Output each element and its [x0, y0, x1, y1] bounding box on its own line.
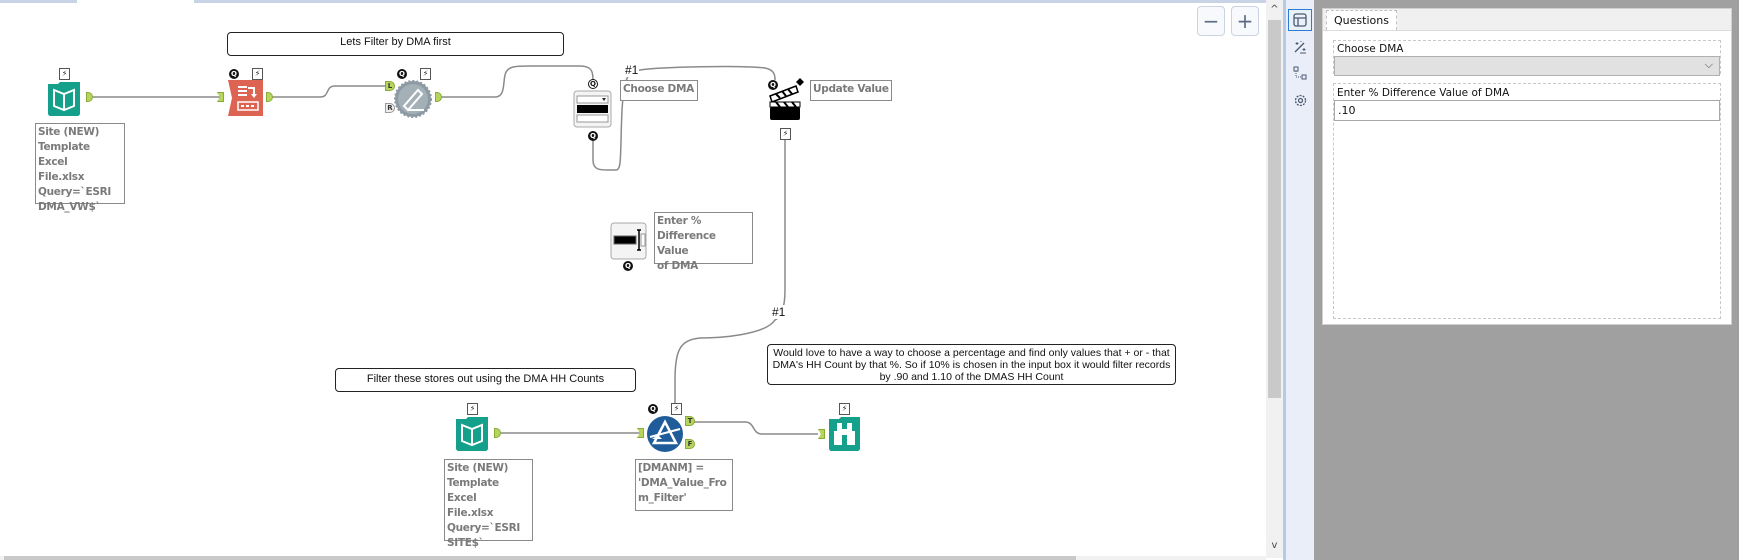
- comment-box[interactable]: Lets Filter by DMA first: [227, 32, 564, 56]
- output-anchor[interactable]: [86, 92, 93, 102]
- dropdown-interface-tool[interactable]: [573, 90, 612, 128]
- workflow-canvas[interactable]: Lets Filter by DMA first Filter these st…: [0, 0, 1266, 558]
- browse-tool[interactable]: [827, 415, 862, 451]
- output-anchor[interactable]: [266, 92, 273, 102]
- clapperboard-action-icon: [769, 78, 804, 120]
- tree-icon[interactable]: [1288, 62, 1312, 84]
- connection-label: #1: [771, 305, 787, 319]
- canvas-tab-strip: [0, 0, 77, 3]
- left-input-anchor[interactable]: L: [385, 81, 395, 91]
- vertical-scrollbar[interactable]: ^ v: [1266, 0, 1283, 558]
- filter-icon: [647, 416, 683, 452]
- question-anchor-icon: Q: [648, 404, 658, 414]
- question-anchor-icon: Q: [588, 131, 598, 141]
- layout-icon[interactable]: [1288, 9, 1312, 31]
- panel-splitter[interactable]: [1283, 0, 1286, 560]
- scrollbar-thumb[interactable]: [1268, 20, 1281, 398]
- tool-annotation: Enter % Difference Value of DMA: [654, 212, 753, 272]
- question-input-icon: Q: [588, 79, 598, 89]
- dropdown-interface-icon: [573, 90, 612, 128]
- question-enter-percent: Enter % Difference Value of DMA: [1333, 83, 1721, 319]
- percent-difference-input[interactable]: [1334, 100, 1720, 121]
- wire-filter-to-browse: [693, 421, 818, 435]
- questions-content: Choose DMA ⌵ Enter % Difference Value of…: [1323, 30, 1731, 324]
- comment-box[interactable]: Filter these stores out using the DMA HH…: [335, 368, 636, 392]
- bolt-icon: ⚡: [59, 68, 70, 80]
- question-label: Enter % Difference Value of DMA: [1337, 87, 1510, 99]
- question-anchor-icon: Q: [768, 80, 778, 90]
- scroll-up-icon[interactable]: ^: [1270, 4, 1279, 15]
- gear-icon[interactable]: [1288, 89, 1312, 111]
- book-input-icon: [456, 417, 488, 451]
- zoom-in-button[interactable]: +: [1231, 6, 1259, 36]
- wire-dropdown-to-action: [592, 65, 776, 171]
- book-input-icon: [48, 82, 80, 116]
- question-anchor-icon: Q: [397, 69, 407, 79]
- binoculars-browse-icon: [829, 417, 860, 451]
- horizontal-scrollbar[interactable]: [0, 556, 1266, 560]
- bolt-icon: ⚡: [420, 68, 431, 80]
- chevron-down-icon: ⌵: [1704, 58, 1713, 71]
- scrollbar-thumb[interactable]: [4, 556, 1076, 560]
- question-anchor-icon: Q: [623, 261, 633, 271]
- transpose-icon: [228, 80, 263, 116]
- question-label: Choose DMA: [1337, 43, 1404, 55]
- bolt-icon: ⚡: [839, 403, 850, 415]
- canvas-tab-strip: [194, 0, 1266, 3]
- question-choose-dma: Choose DMA ⌵: [1333, 40, 1721, 76]
- tool-annotation: Site (NEW) Template Excel File.xlsx Quer…: [444, 459, 533, 549]
- wire-formula-to-dropdown: [440, 65, 594, 98]
- tab-questions[interactable]: Questions: [1326, 10, 1397, 30]
- scroll-down-icon[interactable]: v: [1271, 540, 1278, 551]
- text-box-interface-icon: [610, 222, 647, 260]
- formula-gear-icon: [394, 80, 432, 118]
- transpose-tool[interactable]: [226, 80, 263, 116]
- tool-annotation: [DMANM] = 'DMA_Value_Fro m_Filter': [635, 459, 733, 511]
- bolt-icon: ⚡: [780, 128, 791, 140]
- formula-tool[interactable]: [394, 80, 432, 118]
- false-output-anchor[interactable]: F: [685, 439, 695, 449]
- choose-dma-dropdown[interactable]: ⌵: [1334, 56, 1720, 76]
- output-anchor[interactable]: [435, 92, 442, 102]
- bolt-icon: ⚡: [467, 403, 478, 415]
- question-anchor-icon: Q: [229, 69, 239, 79]
- connection-label: #1: [624, 63, 640, 77]
- bolt-icon: ⚡: [671, 403, 682, 415]
- bolt-icon: ⚡: [252, 68, 263, 80]
- right-input-anchor[interactable]: R: [385, 103, 395, 113]
- true-output-anchor[interactable]: T: [685, 416, 695, 426]
- tool-annotation: Choose DMA: [620, 80, 698, 101]
- text-box-interface-tool[interactable]: [610, 222, 647, 260]
- tool-annotation: Site (NEW) Template Excel File.xlsx Quer…: [35, 123, 125, 213]
- input-data-tool-dma[interactable]: [46, 80, 82, 116]
- zoom-out-button[interactable]: −: [1197, 6, 1225, 36]
- connection-wires: [90, 65, 818, 435]
- questions-panel: Questions Choose DMA ⌵ Enter % Differenc…: [1322, 8, 1732, 325]
- input-data-tool-sites[interactable]: [454, 415, 490, 451]
- tool-annotation: Update Value: [810, 80, 892, 101]
- comment-box[interactable]: Would love to have a way to choose a per…: [767, 344, 1176, 385]
- filter-tool[interactable]: [646, 415, 684, 453]
- wire-transpose-to-formula: [270, 85, 385, 98]
- output-anchor[interactable]: [494, 428, 501, 438]
- action-tool[interactable]: [768, 78, 804, 122]
- config-sidebar: [1286, 0, 1314, 560]
- magic-wand-icon[interactable]: [1288, 36, 1312, 58]
